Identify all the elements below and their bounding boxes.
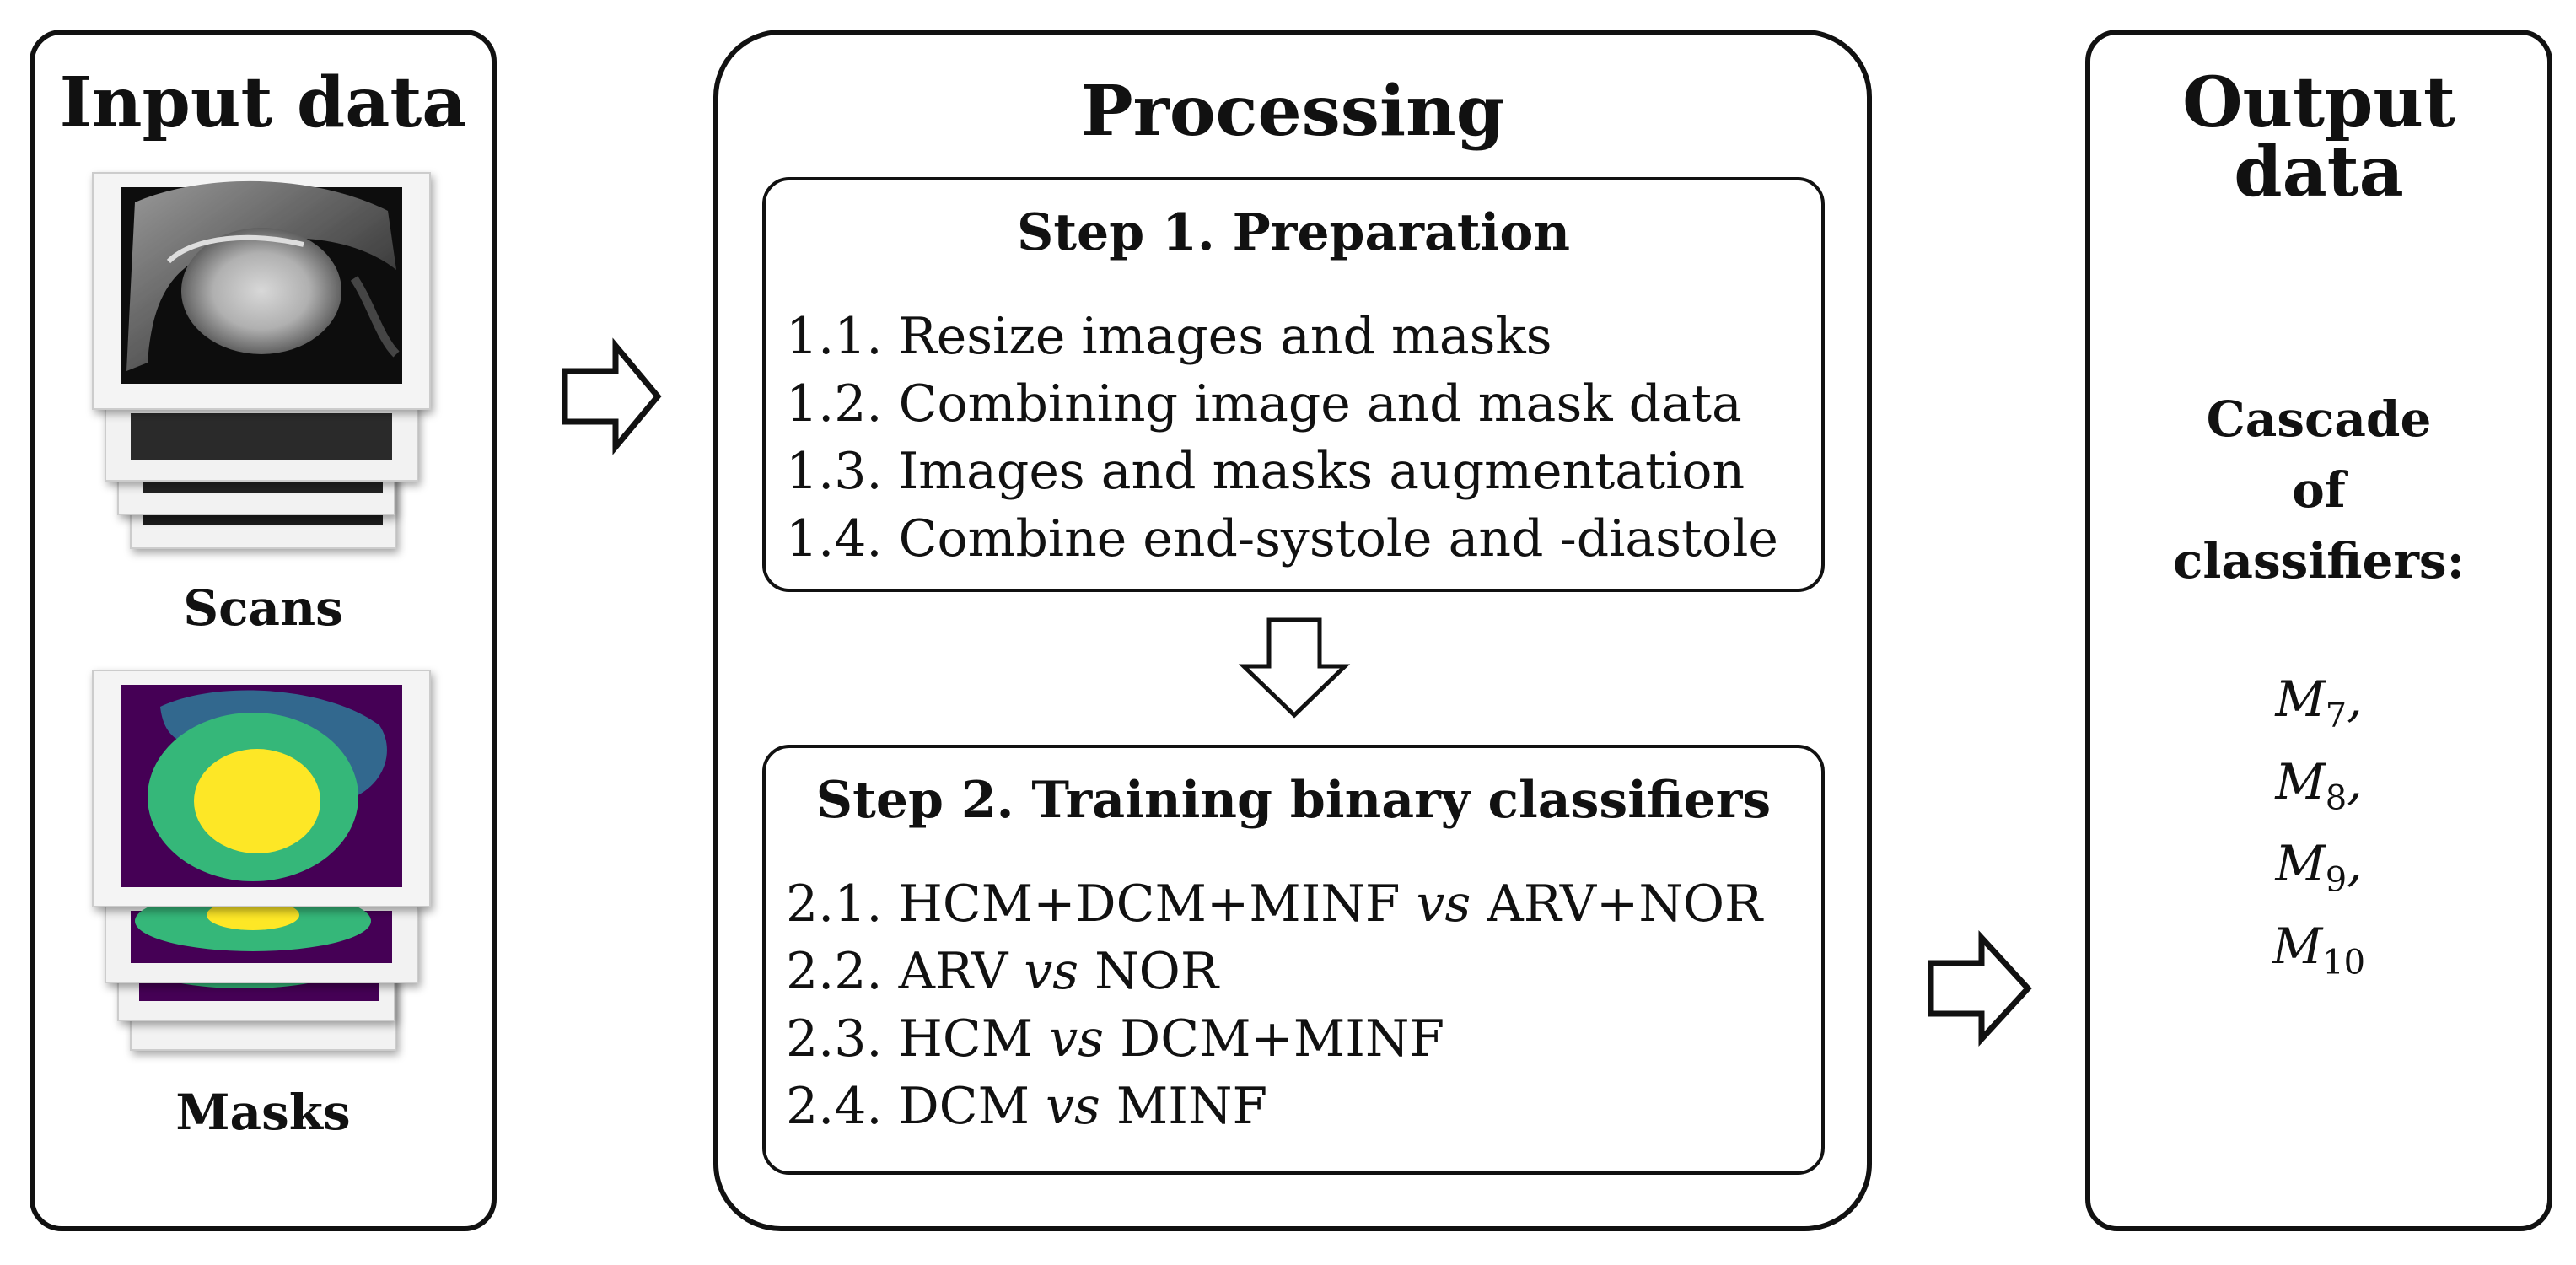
step2-item: 2.1. HCM+DCM+MINF vs ARV+NOR (786, 870, 1762, 938)
scans-label: Scans (183, 579, 343, 637)
mask-frame-front (92, 670, 431, 907)
masks-label: Masks (175, 1084, 351, 1141)
step2-list: 2.1. HCM+DCM+MINF vs ARV+NOR 2.2. ARV vs… (786, 870, 1762, 1140)
step2-item-left: DCM (898, 1077, 1030, 1136)
step2-item-right: ARV+NOR (1487, 875, 1763, 934)
classifier-model: M7, (2275, 670, 2363, 735)
cascade-line: classifiers: (2173, 532, 2465, 589)
step2-item-left: ARV (898, 942, 1008, 1001)
step1-preparation-box: Step 1. Preparation 1.1. Resize images a… (762, 177, 1825, 592)
heart-scan-region (181, 228, 341, 354)
step1-item: 1.1. Resize images and masks (786, 307, 1552, 366)
arrow-processing-to-output (1928, 930, 2032, 1047)
step1-title: Step 1. Preparation (1017, 203, 1570, 262)
classifier-model: M8, (2275, 752, 2363, 818)
step2-item-number: 2.3. (786, 1009, 883, 1069)
arrow-step1-to-step2 (1238, 617, 1351, 719)
step2-item-right: DCM+MINF (1120, 1009, 1445, 1069)
step1-item: 1.4. Combine end-systole and -diastole (786, 509, 1778, 568)
classifier-model-list: M7, M8, M9, M10 (2085, 666, 2552, 995)
classifier-model: M9, (2275, 835, 2363, 900)
cascade-line: of (2292, 461, 2346, 519)
step2-item-number: 2.2. (786, 942, 883, 1001)
step2-item-right: NOR (1094, 942, 1218, 1001)
step2-item-number: 2.1. (786, 875, 883, 934)
scan-frame-front (92, 172, 431, 410)
step2-item-left: HCM (898, 1009, 1034, 1069)
step2-item-number: 2.4. (786, 1077, 883, 1136)
step1-item: 1.3. Images and masks augmentation (786, 442, 1745, 501)
step2-item: 2.4. DCM vs MINF (786, 1073, 1762, 1140)
step2-item-right: MINF (1116, 1077, 1268, 1136)
classifier-model: M10 (2272, 917, 2366, 982)
step2-item-vs: vs (1024, 942, 1079, 1001)
masks-stack (92, 670, 431, 1051)
scans-stack (92, 172, 431, 549)
cascade-line: Cascade (2206, 390, 2432, 448)
step1-item: 1.2. Combining image and mask data (786, 374, 1742, 433)
step2-item-left: HCM+DCM+MINF (898, 875, 1401, 934)
step1-list: 1.1. Resize images and masks 1.2. Combin… (786, 303, 1778, 573)
arrow-input-to-processing (562, 337, 662, 455)
step2-training-box: Step 2. Training binary classifiers 2.1.… (762, 745, 1825, 1175)
step2-item: 2.2. ARV vs NOR (786, 938, 1762, 1005)
output-data-panel: Output data (2085, 30, 2552, 1231)
processing-title: Processing (1080, 71, 1505, 152)
step2-item-vs: vs (1049, 1009, 1105, 1069)
step2-item-vs: vs (1046, 1077, 1100, 1136)
step2-item: 2.3. HCM vs DCM+MINF (786, 1005, 1762, 1073)
input-data-title: Input data (59, 62, 467, 143)
step2-title: Step 2. Training binary classifiers (815, 771, 1772, 830)
scan-frame-2 (105, 400, 418, 482)
step2-item-vs: vs (1416, 875, 1471, 934)
cascade-of-classifiers-label: Cascade of classifiers: (2085, 384, 2552, 596)
mask-left-ventricle (194, 749, 320, 853)
output-data-title: Output data (2182, 62, 2455, 213)
